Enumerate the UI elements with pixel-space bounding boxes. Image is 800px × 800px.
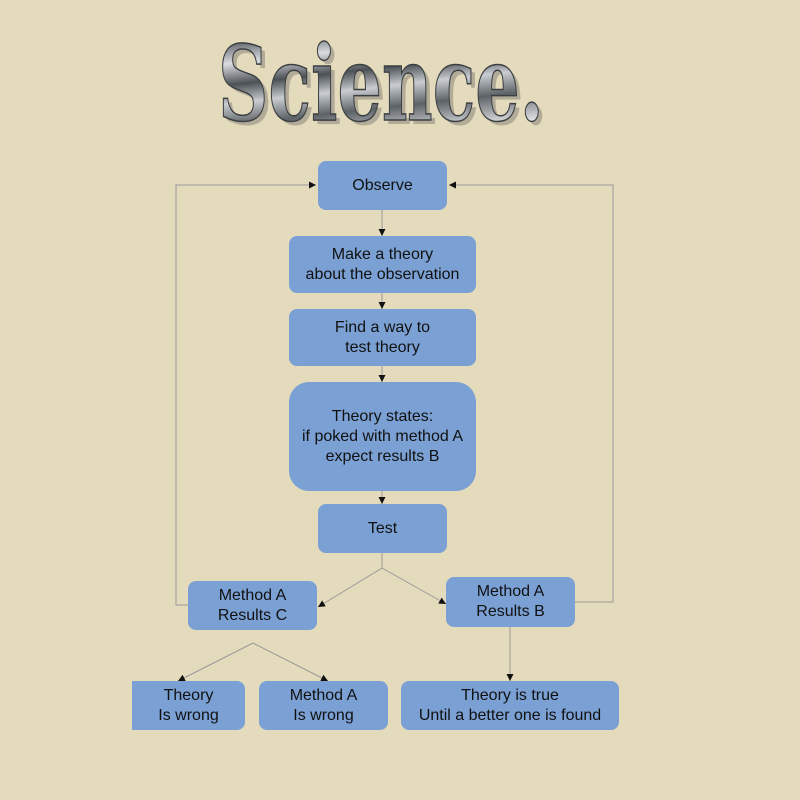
link-results-c-method-wrong [252,642,329,682]
node-theory-true: Theory is true Until a better one is fou… [401,681,619,730]
node-observe: Observe [318,161,447,210]
node-theory-states: Theory states: if poked with method A ex… [289,382,476,491]
node-find-way: Find a way to test theory [289,309,476,366]
node-theory-wrong: Theory Is wrong [132,681,245,730]
link-test-results-b [381,567,447,605]
loop-results-b-observe [449,181,614,603]
node-make-theory: Make a theory about the observation [289,236,476,293]
node-results-b: Method A Results B [446,577,575,627]
node-test: Test [318,504,447,553]
title-graphic: Science. Science. [217,21,548,149]
link-test-results-c [317,567,383,608]
link-results-c-theory-wrong [177,642,254,682]
node-method-wrong: Method A Is wrong [259,681,388,730]
title-shadow: Science. [222,26,548,140]
title-logo: Science. Science. [200,12,560,149]
node-results-c: Method A Results C [188,581,317,630]
loop-results-c-observe [175,181,316,606]
title-text: Science. [218,22,544,140]
